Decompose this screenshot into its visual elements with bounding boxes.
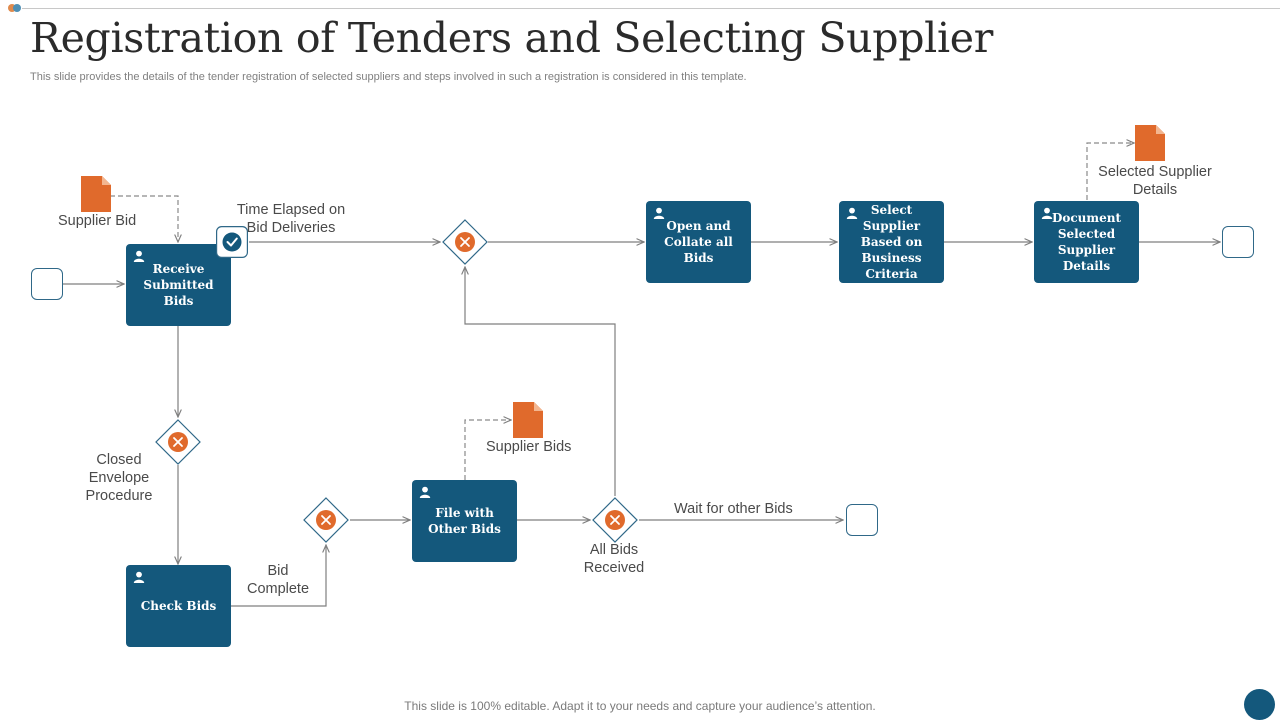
user-icon (653, 207, 665, 219)
task-label: Open and Collate all Bids (664, 219, 733, 265)
label-bid-complete: Bid Complete (238, 562, 318, 598)
task-select-supplier: Select Supplier Based on Business Criter… (839, 201, 944, 283)
accent-dots (8, 4, 22, 12)
corner-badge (1244, 689, 1275, 720)
task-label: Select Supplier Based on Business Criter… (860, 203, 923, 281)
end-event-selected (1222, 226, 1254, 258)
top-divider-line (22, 8, 1280, 9)
accent-dot-blue (13, 4, 21, 12)
label-line: Selected Supplier (1098, 164, 1212, 180)
task-label: Document Selected Supplier Details (1051, 211, 1122, 273)
label-text: Wait for other Bids (674, 501, 793, 517)
label-text: Supplier Bid (58, 213, 137, 229)
user-icon (846, 207, 858, 219)
gateway-closed-envelope (155, 419, 201, 465)
gateway-time-elapsed (442, 219, 488, 265)
task-label: Receive Submitted Bids (143, 262, 214, 308)
task-document-supplier-details: Document Selected Supplier Details (1034, 201, 1139, 283)
label-time-elapsed: Time Elapsed on Bid Deliveries (231, 201, 351, 237)
document-icon-supplier-bids (513, 402, 543, 438)
connector-check-to-gateway (231, 545, 326, 607)
accent-dot-orange (8, 4, 16, 12)
user-icon (133, 250, 145, 262)
task-file-with-other-bids: File with Other Bids (412, 480, 517, 562)
data-association-supplier-bids (464, 420, 511, 480)
label-closed-envelope: Closed Envelope Procedure (74, 451, 164, 505)
label-text: Supplier Bids (486, 439, 572, 455)
label-line: Closed (96, 452, 142, 468)
label-line: Bid Deliveries (246, 220, 336, 236)
user-icon (133, 571, 145, 583)
task-check-bids: Check Bids (126, 565, 231, 647)
label-wait-other-bids: Wait for other Bids (674, 500, 793, 518)
data-association-selected-details (1086, 143, 1134, 200)
label-line: Time Elapsed on (236, 202, 346, 218)
end-event-wait (846, 504, 878, 536)
label-line: Bid (267, 563, 289, 579)
start-event (31, 268, 63, 300)
slide-footer: This slide is 100% editable. Adapt it to… (404, 699, 876, 713)
user-icon (1041, 207, 1053, 219)
document-icon-supplier-bid (81, 176, 111, 212)
task-open-and-collate: Open and Collate all Bids (646, 201, 751, 283)
connector-allbids-to-gateway (465, 267, 616, 496)
document-icon-selected-details (1135, 125, 1165, 161)
label-line: All Bids (589, 542, 639, 558)
gateway-all-bids-received (592, 497, 638, 543)
slide-subtitle: This slide provides the details of the t… (30, 71, 747, 83)
gateway-bid-complete (303, 497, 349, 543)
label-line: Complete (246, 581, 310, 597)
label-supplier-bid: Supplier Bid (58, 212, 136, 230)
label-line: Details (1132, 182, 1178, 198)
label-line: Procedure (85, 488, 153, 504)
task-receive-submitted-bids: Receive Submitted Bids (126, 244, 231, 326)
data-association-supplier-bid (110, 195, 178, 242)
label-all-bids-received: All Bids Received (574, 541, 654, 577)
label-line: Envelope (88, 470, 150, 486)
timer-clock-icon (216, 226, 248, 258)
label-line: Received (583, 560, 645, 576)
user-icon (419, 486, 431, 498)
label-selected-supplier-details: Selected Supplier Details (1090, 163, 1220, 199)
slide-title: Registration of Tenders and Selecting Su… (30, 14, 994, 62)
label-supplier-bids: Supplier Bids (486, 438, 571, 456)
task-label: File with Other Bids (428, 506, 501, 536)
task-label: Check Bids (140, 599, 217, 613)
